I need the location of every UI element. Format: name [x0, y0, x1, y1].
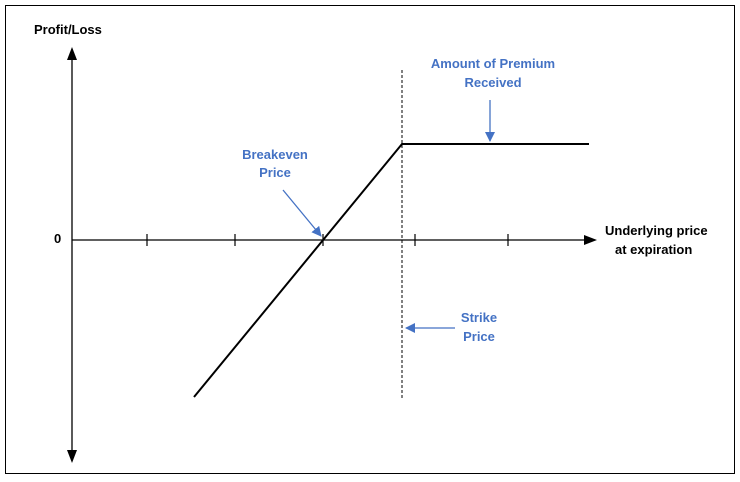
- payoff-line: [193, 143, 589, 398]
- y-axis-label: Profit/Loss: [34, 22, 102, 37]
- breakeven-label-line1: Breakeven: [242, 147, 308, 162]
- strike-label-line2: Price: [463, 329, 495, 344]
- breakeven-label-line2: Price: [259, 165, 291, 180]
- strike-label-line1: Strike: [461, 310, 497, 325]
- x-axis-label-line1: Underlying price: [605, 223, 708, 238]
- premium-label-line1: Amount of Premium: [431, 56, 555, 71]
- x-axis-arrow: [584, 235, 597, 245]
- y-axis-arrow-up: [67, 47, 77, 60]
- x-axis-label-line2: at expiration: [615, 242, 692, 257]
- y-axis-arrow-down: [67, 450, 77, 463]
- breakeven-arrow: [282, 189, 322, 237]
- premium-label-line2: Received: [464, 75, 521, 90]
- zero-label: 0: [54, 231, 61, 246]
